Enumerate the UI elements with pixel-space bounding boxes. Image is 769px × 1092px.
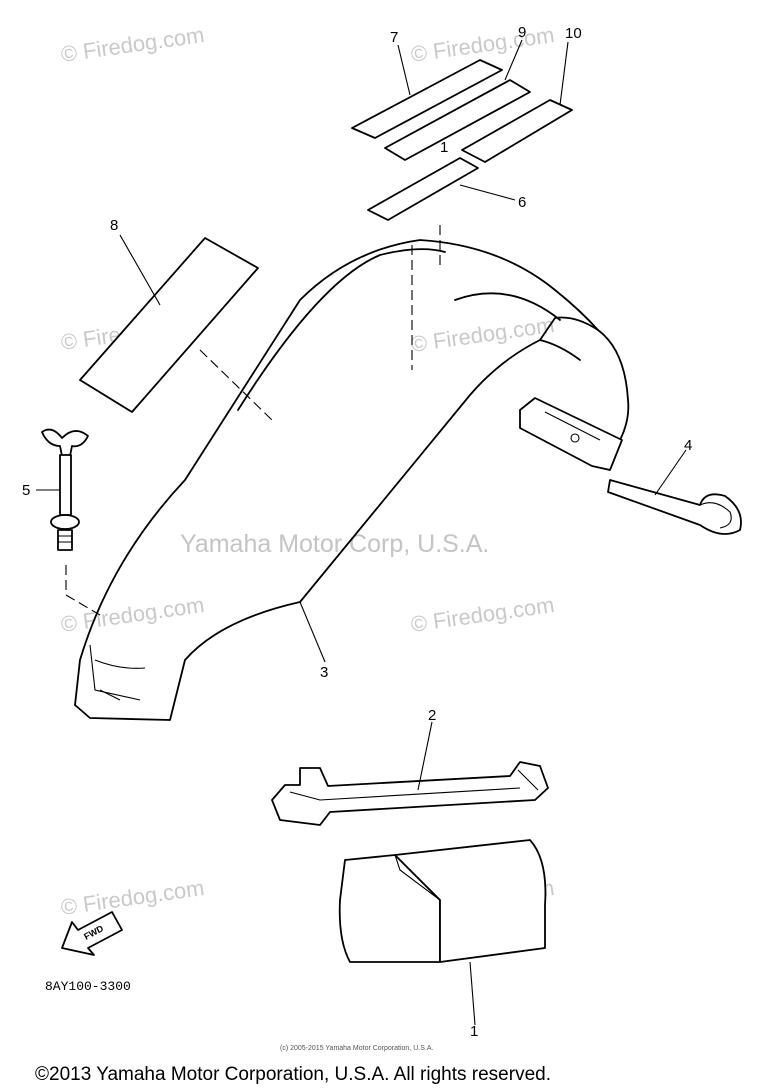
callout-1: 1 bbox=[470, 1023, 478, 1040]
callout-8: 8 bbox=[110, 217, 118, 234]
forward-arrow-icon: FWD bbox=[61, 911, 123, 956]
alignment-line bbox=[65, 565, 101, 616]
decal-part-6 bbox=[367, 157, 479, 221]
watermark: © Firedog.com bbox=[59, 592, 206, 637]
callout-2: 2 bbox=[428, 707, 436, 724]
watermark: © Firedog.com bbox=[59, 22, 206, 67]
diagram-code: 8AY100-3300 bbox=[45, 979, 131, 994]
watermark: © Firedog.com bbox=[59, 875, 206, 920]
battery-strap-part-2 bbox=[271, 761, 549, 826]
callout-4: 4 bbox=[684, 437, 692, 454]
wing-bolt-part-5 bbox=[41, 428, 89, 551]
callout-7: 7 bbox=[390, 29, 398, 46]
decal-part-9 bbox=[384, 79, 531, 161]
callout-10: 10 bbox=[565, 25, 582, 42]
rod-hook bbox=[699, 502, 732, 529]
callout-9: 9 bbox=[518, 24, 526, 41]
copyright-notice: ©2013 Yamaha Motor Corporation, U.S.A. A… bbox=[35, 1064, 551, 1085]
decal-part-8 bbox=[79, 237, 259, 413]
callout-5: 5 bbox=[22, 482, 30, 499]
fine-print: (c) 2005-2015 Yamaha Motor Corporation, … bbox=[280, 1045, 433, 1052]
rod-part-4 bbox=[607, 479, 742, 535]
callout-1-small: 1 bbox=[440, 139, 448, 156]
callout-6: 6 bbox=[518, 194, 526, 211]
main-watermark: Yamaha Motor Corp, U.S.A. bbox=[180, 530, 489, 558]
rear-fender-part-3 bbox=[74, 239, 630, 721]
decal-part-7 bbox=[351, 59, 503, 139]
watermark: © Firedog.com bbox=[409, 592, 556, 637]
fender-bracket bbox=[519, 397, 623, 471]
leader-lines bbox=[36, 39, 687, 1026]
alignment-line bbox=[199, 349, 273, 421]
watermark: © Firedog.com bbox=[409, 312, 556, 357]
decal-part-10 bbox=[461, 99, 573, 163]
battery-part-1 bbox=[338, 839, 547, 963]
callout-3: 3 bbox=[320, 664, 328, 681]
